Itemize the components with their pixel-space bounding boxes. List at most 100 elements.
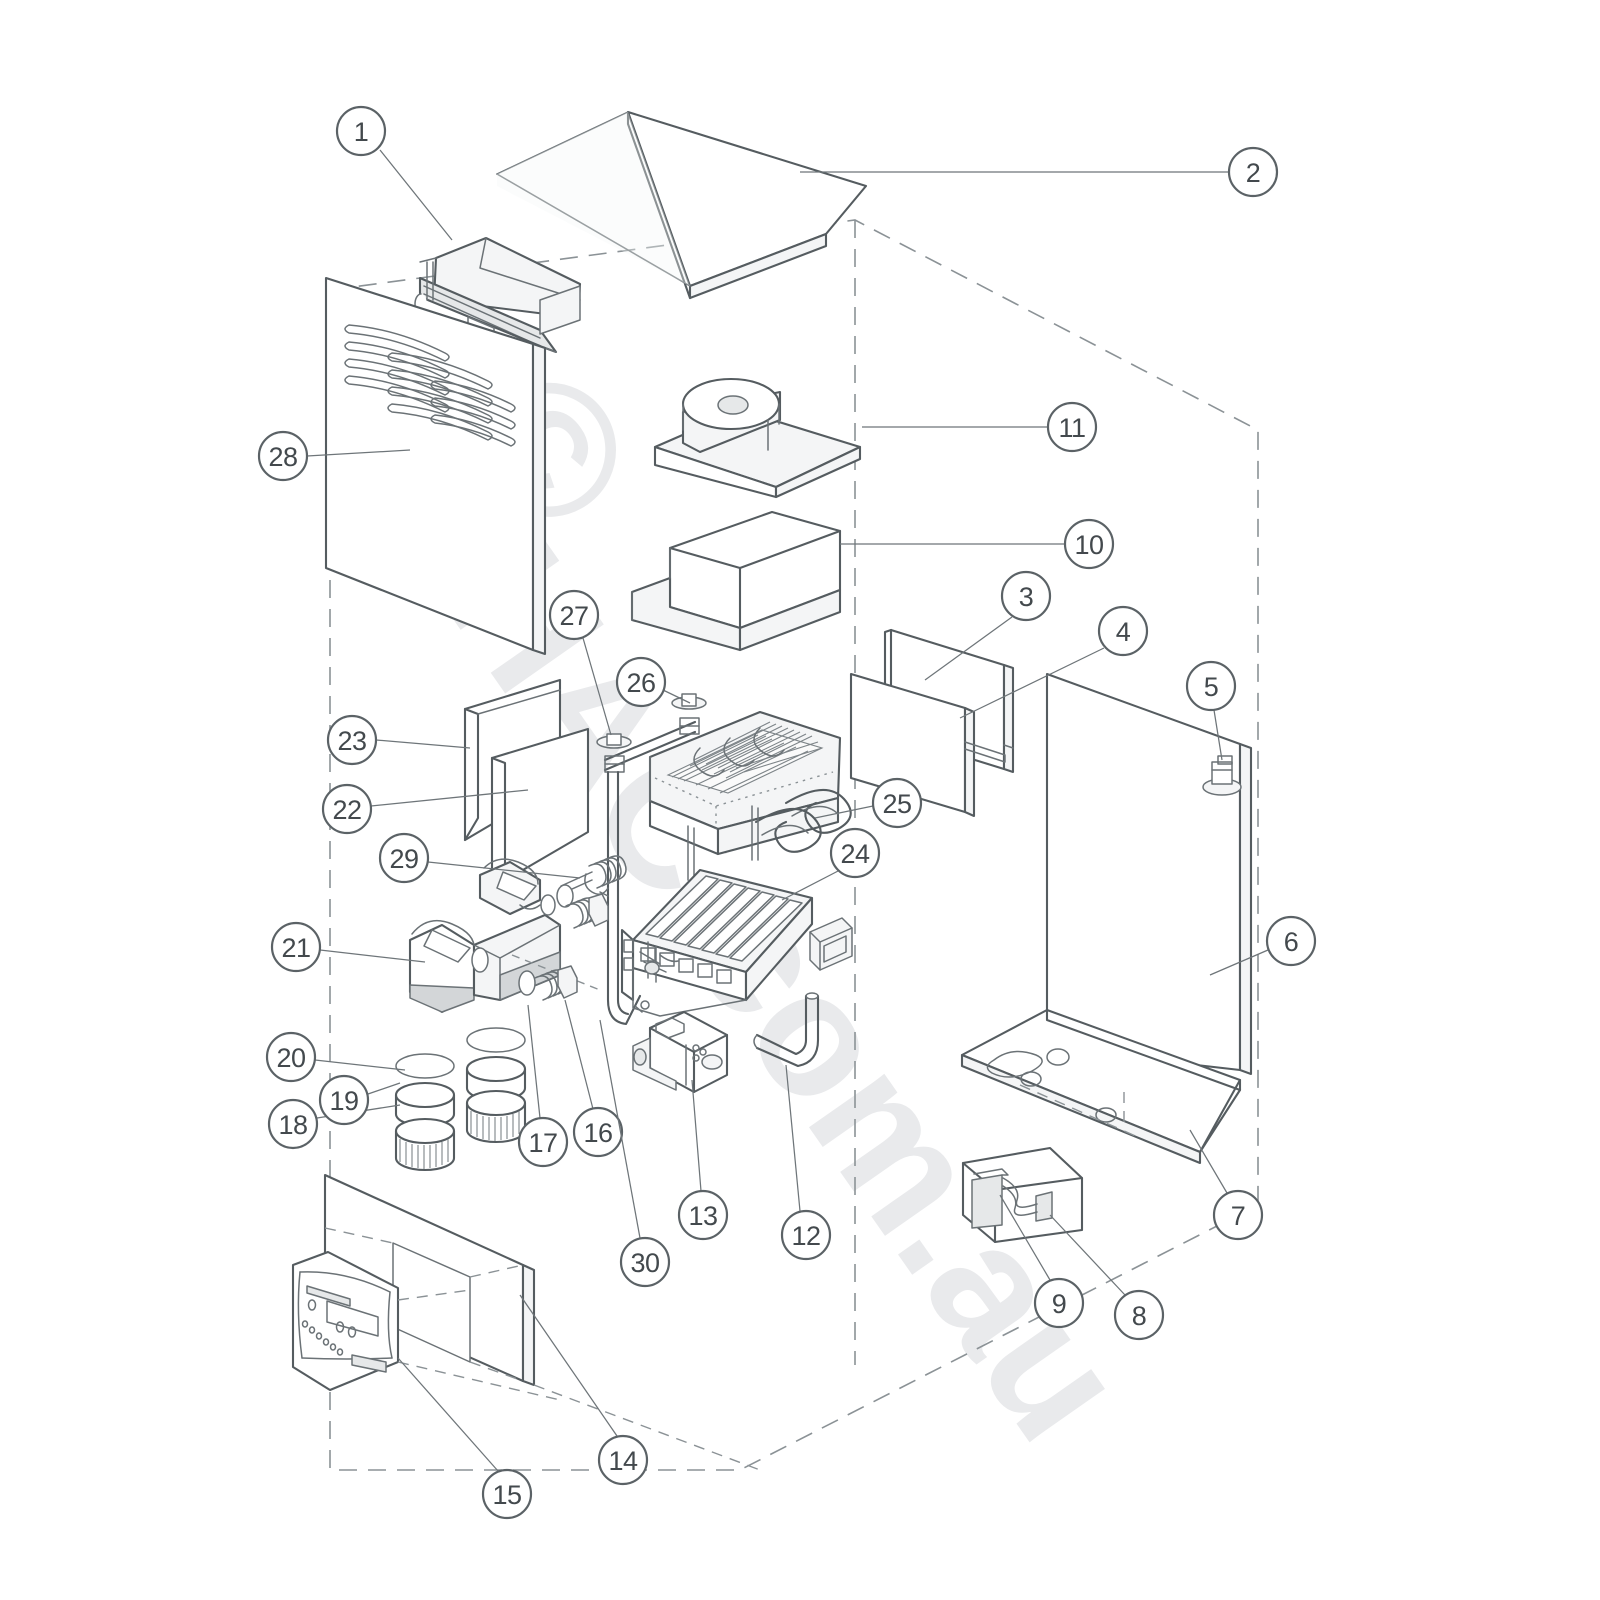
callout-circle-11[interactable] xyxy=(1046,401,1098,453)
callout-circle-20[interactable] xyxy=(265,1031,317,1083)
callout-label-2: 2 xyxy=(1246,158,1261,188)
callout-28[interactable]: 28 xyxy=(257,430,411,482)
callout-circle-14[interactable] xyxy=(597,1434,649,1486)
callout-8[interactable]: 8 xyxy=(1049,1214,1165,1341)
callout-circle-4[interactable] xyxy=(1097,605,1149,657)
callout-circle-6[interactable] xyxy=(1265,915,1317,967)
callout-leader-14 xyxy=(519,1294,618,1437)
callout-leader-3 xyxy=(924,616,1013,681)
callout-label-20: 20 xyxy=(276,1043,305,1073)
callout-circle-9[interactable] xyxy=(1033,1277,1085,1329)
grommet-fitting xyxy=(1202,755,1242,796)
callout-25[interactable]: 25 xyxy=(814,777,923,829)
filter-cap-ribs xyxy=(399,1139,449,1169)
callout-label-24: 24 xyxy=(840,839,870,869)
front-access-door xyxy=(323,1173,536,1387)
side-wall-panel-right xyxy=(1045,672,1253,1076)
callout-circle-3[interactable] xyxy=(1000,570,1052,622)
callout-13[interactable]: 13 xyxy=(677,1079,729,1241)
callout-circle-5[interactable] xyxy=(1185,660,1237,712)
inner-baffle-plate-lower xyxy=(849,672,1006,818)
callout-15[interactable]: 15 xyxy=(397,1357,533,1520)
callout-16[interactable]: 16 xyxy=(564,999,624,1158)
callout-circle-13[interactable] xyxy=(677,1189,729,1241)
callout-4[interactable]: 4 xyxy=(959,605,1149,719)
callout-19[interactable]: 19 xyxy=(318,1074,401,1126)
callout-2[interactable]: 2 xyxy=(800,146,1279,198)
transformer-module xyxy=(961,1146,1084,1244)
callout-circle-18[interactable] xyxy=(267,1098,319,1150)
callout-label-16: 16 xyxy=(583,1118,612,1148)
filter-stack-right xyxy=(465,1027,527,1144)
callout-18[interactable]: 18 xyxy=(267,1098,401,1150)
callout-21[interactable]: 21 xyxy=(270,921,426,973)
callout-label-13: 13 xyxy=(688,1201,717,1231)
limit-switch-lower xyxy=(596,733,632,773)
callout-circle-30[interactable] xyxy=(619,1236,671,1288)
callout-22[interactable]: 22 xyxy=(321,783,529,835)
callout-circle-1[interactable] xyxy=(335,105,387,157)
callout-29[interactable]: 29 xyxy=(378,832,581,884)
callout-circle-21[interactable] xyxy=(270,921,322,973)
callout-circle-10[interactable] xyxy=(1063,518,1115,570)
callout-6[interactable]: 6 xyxy=(1209,915,1317,976)
callout-circle-26[interactable] xyxy=(615,656,667,708)
callout-3[interactable]: 3 xyxy=(924,570,1052,681)
callout-label-17: 17 xyxy=(528,1128,557,1158)
air-elbow-manifold xyxy=(408,858,562,1014)
callout-1[interactable]: 1 xyxy=(335,105,453,241)
callout-leader-24 xyxy=(781,869,841,901)
callout-12[interactable]: 12 xyxy=(780,1064,832,1261)
callout-circle-28[interactable] xyxy=(257,430,309,482)
callout-circle-22[interactable] xyxy=(321,783,373,835)
assembly-guides xyxy=(397,1289,761,1471)
callout-7[interactable]: 7 xyxy=(1189,1129,1264,1241)
callout-circle-7[interactable] xyxy=(1212,1189,1264,1241)
callout-label-10: 10 xyxy=(1074,530,1103,560)
callout-label-27: 27 xyxy=(559,601,588,631)
callout-circle-2[interactable] xyxy=(1227,146,1279,198)
callout-17[interactable]: 17 xyxy=(517,1004,569,1168)
callout-leader-23 xyxy=(375,739,471,749)
callout-layer: 1234567891011121314151617181920212223242… xyxy=(257,105,1317,1520)
callout-24[interactable]: 24 xyxy=(781,827,881,901)
callout-leader-15 xyxy=(397,1357,499,1472)
callout-23[interactable]: 23 xyxy=(326,714,471,766)
burner-tubes xyxy=(645,875,803,962)
callout-leader-26 xyxy=(662,689,691,704)
callout-label-21: 21 xyxy=(281,933,310,963)
callout-14[interactable]: 14 xyxy=(519,1294,649,1486)
callout-5[interactable]: 5 xyxy=(1185,660,1237,761)
collector-box xyxy=(630,510,842,652)
callout-circle-25[interactable] xyxy=(871,777,923,829)
callout-leader-25 xyxy=(814,805,874,819)
callout-20[interactable]: 20 xyxy=(265,1031,406,1083)
callout-10[interactable]: 10 xyxy=(840,518,1115,570)
callout-30[interactable]: 30 xyxy=(599,1019,671,1288)
callout-11[interactable]: 11 xyxy=(862,401,1098,453)
inducer-blower-assembly xyxy=(653,377,862,499)
callout-circle-8[interactable] xyxy=(1113,1289,1165,1341)
callout-label-22: 22 xyxy=(332,795,361,825)
callout-circle-12[interactable] xyxy=(780,1209,832,1261)
base-pan-cutouts xyxy=(986,1048,1117,1123)
callout-circle-17[interactable] xyxy=(517,1116,569,1168)
callout-leader-17 xyxy=(527,1004,541,1119)
callout-leader-16 xyxy=(564,999,594,1110)
callout-27[interactable]: 27 xyxy=(548,589,612,736)
callout-circle-29[interactable] xyxy=(378,832,430,884)
callout-9[interactable]: 9 xyxy=(999,1194,1085,1329)
callout-circle-27[interactable] xyxy=(548,589,600,641)
callout-circle-24[interactable] xyxy=(829,827,881,879)
louver-vents xyxy=(344,324,516,447)
callout-label-11: 11 xyxy=(1058,413,1085,443)
callout-circle-19[interactable] xyxy=(318,1074,370,1126)
callout-circle-16[interactable] xyxy=(572,1106,624,1158)
callout-circle-15[interactable] xyxy=(481,1468,533,1520)
callout-26[interactable]: 26 xyxy=(615,656,691,708)
callout-label-26: 26 xyxy=(626,668,655,698)
exchanger-coils xyxy=(666,721,824,794)
callout-leader-21 xyxy=(319,949,426,963)
callout-circle-23[interactable] xyxy=(326,714,378,766)
callout-label-1: 1 xyxy=(354,117,369,147)
